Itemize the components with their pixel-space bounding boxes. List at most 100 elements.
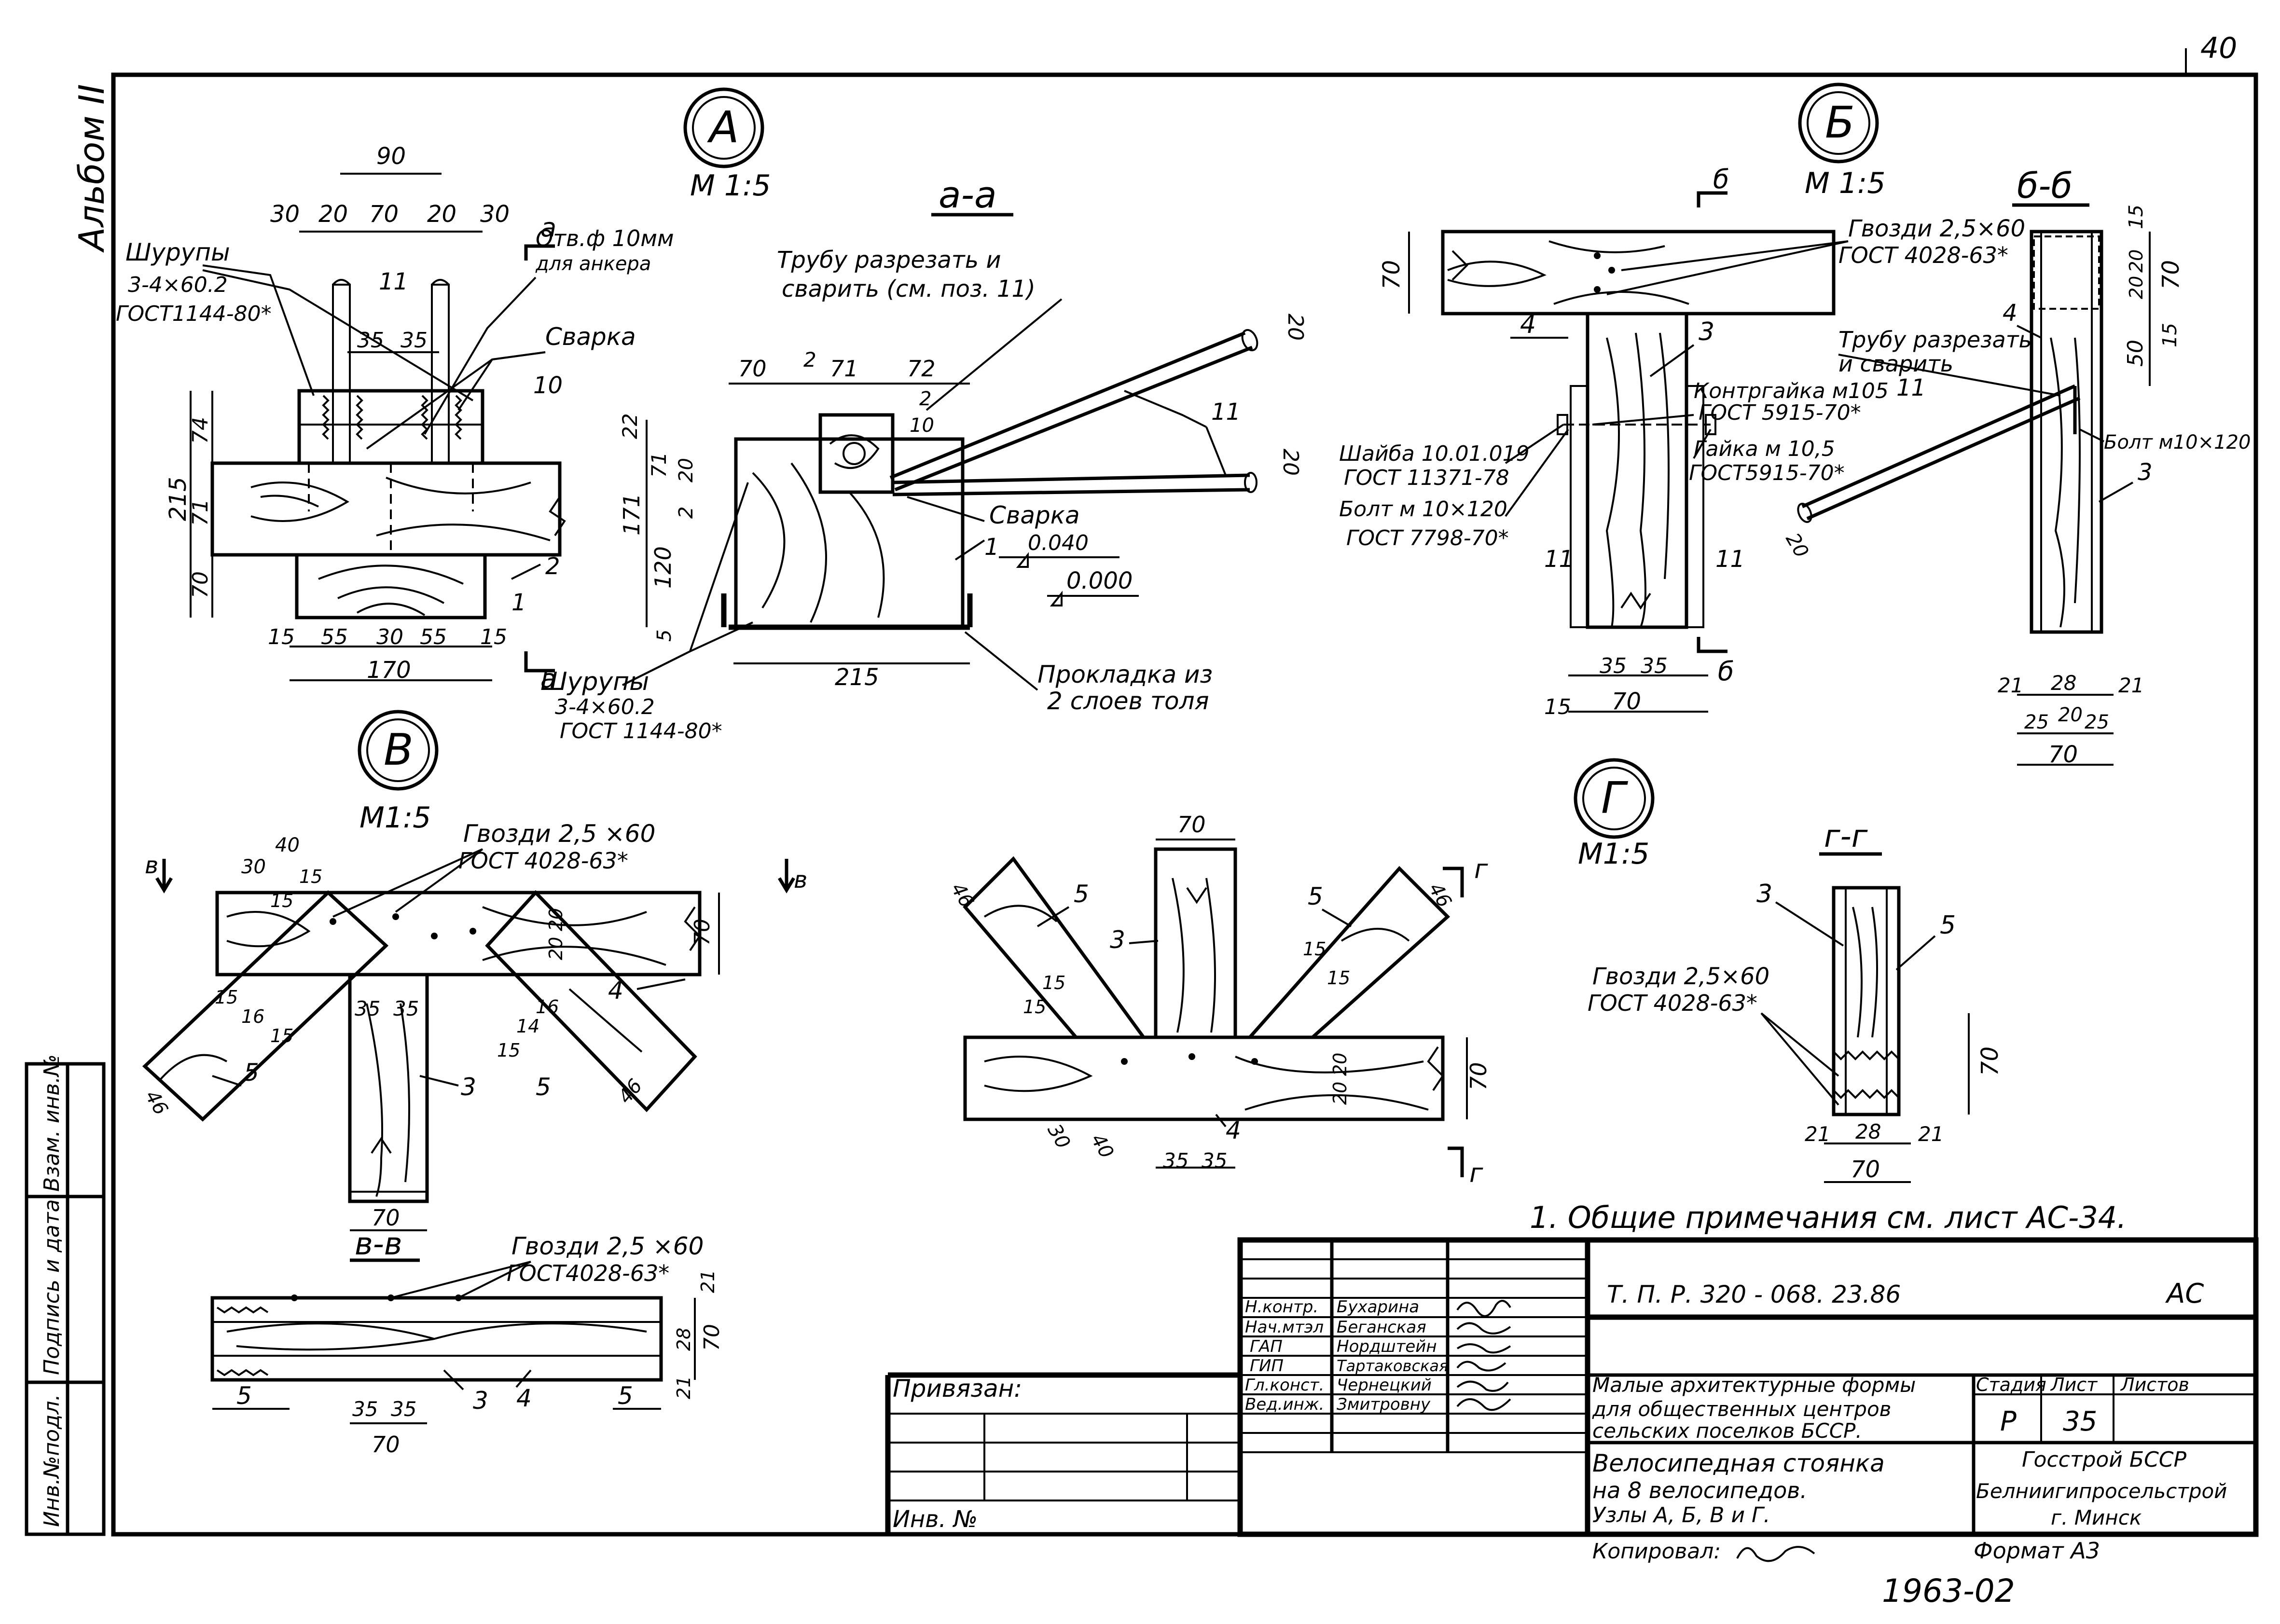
section-bb-dim-20: 20 (2058, 704, 2083, 726)
node-v-part-5a: 5 (244, 1059, 259, 1087)
node-a-dim-70v: 70 (188, 571, 213, 598)
section-aa-dim-171: 171 (619, 493, 645, 536)
node-b-nails-2: ГОСТ 4028-63* (1838, 242, 2008, 268)
stamp-inv-orig: Инв.№подл. (40, 1394, 64, 1527)
node-a-screws-2: 3-4×60.2 (128, 273, 228, 297)
node-a: А М 1:5 (116, 87, 771, 694)
node-b-section-bottom: б (1718, 656, 1734, 687)
role-5: Вед.инж. (1245, 1395, 1324, 1414)
node-a-dim-b15r: 15 (480, 625, 507, 649)
name-4: Чернецкий (1337, 1376, 1432, 1395)
node-a-dim-71: 71 (188, 499, 213, 526)
node-v-dim-15c: 15 (215, 987, 238, 1008)
node-b-part-3: 3 (1699, 317, 1714, 346)
node-v-section-right: в (794, 867, 807, 894)
section-bb-part-4: 4 (2003, 300, 2017, 327)
node-a-dim-215: 215 (165, 477, 192, 521)
node-b-dim-15: 15 (1544, 695, 1571, 719)
node-a-letter: А (707, 102, 739, 153)
section-gg-title: г-г (1824, 819, 1868, 854)
node-b-washer-2: ГОСТ 11371-78 (1344, 466, 1509, 490)
node-b-scale: М 1:5 (1805, 166, 1885, 200)
section-bb-dim-25l: 25 (2024, 711, 2049, 733)
node-b-letter: Б (1825, 97, 1855, 148)
section-vv-nails-1: Гвозди 2,5 ×60 (511, 1232, 704, 1260)
node-v-dim-35a: 35 (355, 997, 380, 1020)
node-a-section-bottom: а (540, 663, 556, 694)
node-b-section-top: б (1713, 164, 1729, 194)
node-a-dim-b55l: 55 (321, 625, 348, 649)
section-bb-dim-20a: 20 (2126, 249, 2147, 273)
section-bb-dim-21r: 21 (2118, 674, 2144, 697)
node-a-screws-3: ГОСТ1144-80* (116, 302, 272, 326)
section-aa-pipe-note-2: сварить (см. поз. 11) (782, 275, 1036, 303)
node-v-dim-70r: 70 (690, 919, 715, 946)
section-vv: в-в Гвозди 2,5 ×60 ГОСТ4028-63* 21 28 70… (210, 1226, 724, 1458)
node-a-dim-74: 74 (188, 417, 213, 444)
section-aa-weld: Сварка (989, 501, 1080, 529)
section-vv-dim-28: 28 (673, 1328, 694, 1351)
node-b-part-11c: 11 (1896, 374, 1926, 401)
node-g-dim-35b: 35 (1202, 1149, 1227, 1172)
node-b-part-4: 4 (1520, 310, 1536, 339)
node-a-dim-30r: 30 (480, 201, 510, 228)
stamp-replace-inv: Взам. инв.№ (40, 1054, 64, 1192)
node-v-dim-16a: 16 (241, 1006, 264, 1027)
node-a-dim-70: 70 (369, 201, 399, 228)
section-bb-bolt: Болт м10×120 (2104, 431, 2251, 454)
section-vv-part-4: 4 (516, 1384, 532, 1412)
node-g-dim-40: 40 (1086, 1130, 1118, 1162)
node-v: В М1:5 30 40 15 15 20 20 70 15 16 (140, 710, 807, 1231)
node-b-bolt-1: Болт м 10×120 (1339, 497, 1507, 522)
section-aa-level-1: 0.040 (1028, 531, 1089, 555)
node-g-dim-46b: 46 (1424, 879, 1455, 911)
node-g-scale: М1:5 (1578, 837, 1649, 871)
section-bb-dim-25r: 25 (2085, 711, 2109, 733)
name-5: Змитровну (1337, 1395, 1431, 1414)
node-g-dim-46a: 46 (946, 879, 978, 911)
section-vv-dim-35b: 35 (391, 1397, 416, 1421)
sheet-corner-number: 40 (2200, 31, 2237, 65)
section-aa-dim-72: 72 (907, 356, 936, 382)
section-gg-part-3: 3 (1756, 880, 1772, 908)
node-v-letter: В (384, 725, 414, 775)
drawing-title-1: Велосипедная стоянка (1592, 1449, 1885, 1477)
section-vv-dim-21a: 21 (697, 1270, 719, 1293)
node-b-pipe-note-1: Трубу разрезать (1838, 327, 2032, 353)
node-a-hole-2: для анкера (535, 253, 651, 275)
org-3: г. Минск (2051, 1506, 2142, 1529)
section-bb-dim-20b: 20 (2126, 276, 2147, 299)
node-a-dim-b30: 30 (376, 625, 403, 649)
node-b-part-11a: 11 (1544, 546, 1574, 573)
section-aa-dim-2v: 2 (675, 507, 697, 519)
sheet-header: Лист (2050, 1374, 2098, 1395)
node-g-dim-30: 30 (1043, 1120, 1074, 1153)
section-aa-gasket-2: 2 слоев толя (1047, 687, 1209, 715)
node-a-section-top: а (540, 212, 556, 243)
section-aa-dim-215: 215 (835, 664, 879, 691)
section-vv-nails-2: ГОСТ4028-63* (507, 1260, 669, 1286)
node-a-weld: Сварка (545, 323, 636, 351)
node-v-marker (358, 710, 439, 791)
node-g-marker (1574, 758, 1655, 839)
section-bb-dim-28: 28 (2051, 671, 2076, 695)
sheet-value: 35 (2063, 1406, 2097, 1437)
node-b-part-11b: 11 (1715, 546, 1745, 573)
section-vv-dim-35a: 35 (352, 1397, 378, 1421)
node-g-part-5b: 5 (1308, 882, 1323, 910)
node-g-dim-15a: 15 (1042, 972, 1065, 993)
node-g-dim-15d: 15 (1327, 967, 1350, 989)
node-v-dim-30: 30 (241, 856, 266, 878)
node-v-section-left: в (145, 852, 158, 879)
project-title-3: сельских поселков БССР. (1592, 1419, 1862, 1443)
node-a-dim-35b: 35 (401, 328, 428, 353)
section-vv-dim-70: 70 (700, 1324, 724, 1351)
sheets-header: Листов (2120, 1374, 2189, 1395)
section-vv-part-5a: 5 (236, 1382, 252, 1410)
node-g-part-4: 4 (1226, 1116, 1241, 1144)
section-aa: а-а Трубу разрезать и сварить (см. поз. … (540, 173, 1308, 743)
sheet-frame (111, 72, 2258, 1537)
section-aa-part-1: 1 (984, 534, 999, 561)
section-aa-pipe-dim-1: 20 (1283, 314, 1308, 341)
section-bb-dim-21l: 21 (1998, 674, 2023, 697)
